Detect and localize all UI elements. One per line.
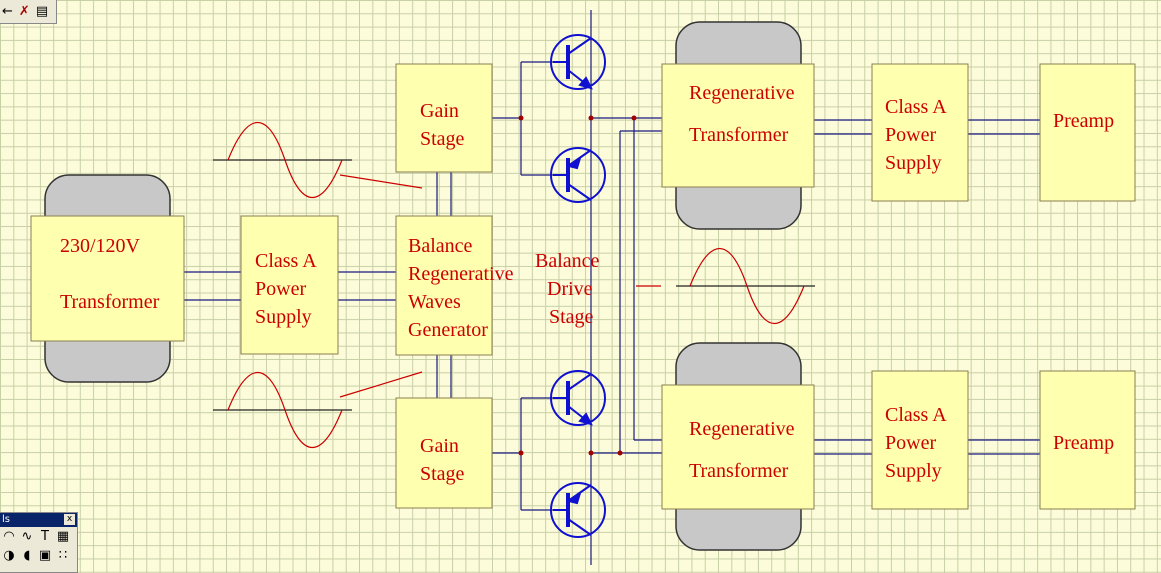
svg-text:Gain: Gain [420, 100, 459, 122]
svg-text:Class A: Class A [885, 96, 947, 118]
block-preamp-top[interactable]: Preamp [1039, 63, 1136, 202]
wire-cut-icon[interactable]: ✗ [18, 4, 30, 19]
svg-text:Transformer: Transformer [689, 460, 789, 482]
waveform-annotations [213, 121, 815, 449]
svg-text:Power: Power [885, 124, 936, 146]
svg-text:Drive: Drive [547, 278, 593, 300]
block-class-a-bottom[interactable]: Class A Power Supply [871, 370, 969, 510]
svg-text:230/120V: 230/120V [60, 235, 141, 257]
block-regen-bottom[interactable]: Regenerative Transformer [661, 384, 815, 510]
arrow-icon[interactable]: ← [2, 4, 13, 19]
arc-tool-icon[interactable]: ◠ [3, 529, 15, 544]
tools-row-2: ◑ ◖ ▣ ∷ [0, 546, 77, 565]
svg-text:Generator: Generator [408, 319, 488, 341]
svg-text:Waves: Waves [408, 291, 461, 313]
transistor-3 [550, 370, 606, 426]
svg-text:Stage: Stage [420, 463, 465, 485]
svg-text:Balance: Balance [535, 250, 600, 272]
wave-tool-icon[interactable]: ∿ [21, 529, 33, 544]
svg-text:Power: Power [255, 278, 306, 300]
svg-text:Class A: Class A [255, 250, 317, 272]
svg-text:Regenerative: Regenerative [689, 82, 795, 104]
block-generator[interactable]: Balance Regenerative Waves Generator [395, 215, 514, 356]
block-psu-transformer[interactable]: 230/120V Transformer [30, 215, 185, 342]
text-tool-icon[interactable]: T [41, 529, 49, 544]
svg-text:Supply: Supply [885, 152, 942, 174]
transistors [550, 34, 606, 538]
svg-text:Stage: Stage [549, 306, 594, 328]
svg-text:Balance: Balance [408, 235, 473, 257]
block-class-a-left[interactable]: Class A Power Supply [240, 215, 339, 355]
svg-text:Regenerative: Regenerative [689, 418, 795, 440]
properties-icon[interactable]: ▤ [35, 4, 49, 19]
block-regen-top[interactable]: Regenerative Transformer [661, 63, 815, 188]
close-icon[interactable]: x [64, 514, 75, 525]
svg-text:Class A: Class A [885, 404, 947, 426]
grid-tool-icon[interactable]: ∷ [58, 548, 68, 563]
svg-text:Transformer: Transformer [60, 291, 160, 313]
frame-tool-icon[interactable]: ▣ [38, 548, 52, 563]
table-tool-icon[interactable]: ▦ [56, 529, 70, 544]
transistor-1 [550, 34, 606, 90]
svg-text:Power: Power [885, 432, 936, 454]
transistor-2 [550, 147, 606, 203]
svg-text:Preamp: Preamp [1053, 110, 1114, 132]
transistor-4 [550, 482, 606, 538]
tools-row-1: ◠ ∿ T ▦ [0, 527, 77, 546]
pie-tool-icon[interactable]: ◖ [23, 548, 31, 563]
block-preamp-bottom[interactable]: Preamp [1039, 370, 1136, 510]
svg-text:Regenerative: Regenerative [408, 263, 514, 285]
block-class-a-top[interactable]: Class A Power Supply [871, 63, 969, 202]
junctions [518, 115, 637, 456]
label-drive-stage: Balance Drive Stage [535, 250, 600, 328]
svg-text:Supply: Supply [885, 460, 942, 482]
main-toolbar: ← ✗ ▤ [0, 0, 57, 24]
svg-text:Preamp: Preamp [1053, 432, 1114, 454]
svg-text:Gain: Gain [420, 435, 459, 457]
svg-text:Supply: Supply [255, 306, 312, 328]
ellipse-tool-icon[interactable]: ◑ [3, 548, 15, 563]
svg-text:Stage: Stage [420, 128, 465, 150]
tools-palette-title: ls x [0, 513, 77, 527]
block-gain-top[interactable]: Gain Stage [395, 63, 493, 173]
svg-text:Transformer: Transformer [689, 124, 789, 146]
tools-palette: ls x ◠ ∿ T ▦ ◑ ◖ ▣ ∷ [0, 512, 78, 573]
block-gain-bottom[interactable]: Gain Stage [395, 397, 493, 509]
